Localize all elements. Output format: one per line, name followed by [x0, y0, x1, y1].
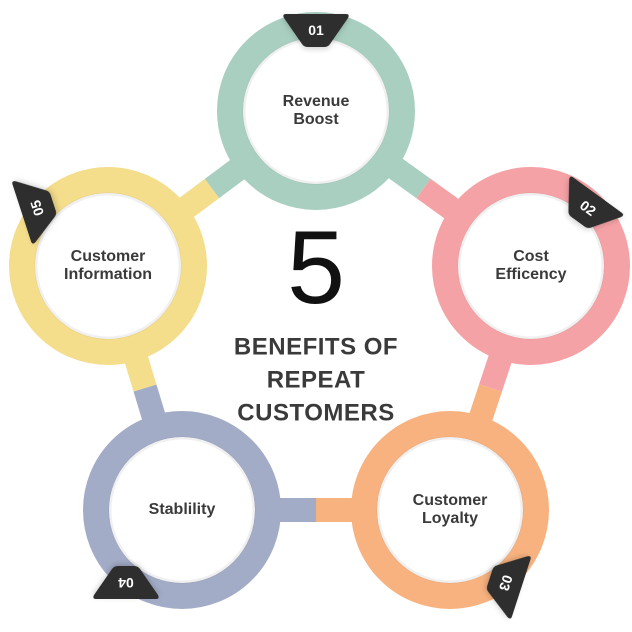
ring-inner-shadow-customer-information	[34, 192, 182, 340]
ring-inner-customer-information	[35, 193, 181, 339]
ring-inner-shadow-cost-efficency	[457, 192, 605, 340]
ring-customer-information	[9, 167, 207, 365]
ring-inner-customer-loyalty	[377, 437, 523, 583]
node-label-customer-loyalty: Customer Loyalty	[412, 492, 488, 527]
ring-stablility	[83, 411, 281, 609]
ring-inner-shadow-customer-loyalty	[376, 436, 524, 584]
badge-shape-stablility	[93, 566, 159, 599]
badge-revenue-boost: 01	[283, 14, 349, 47]
badge-number-revenue-boost: 01	[308, 22, 324, 38]
badge-number-customer-loyalty: 03	[496, 573, 516, 593]
center-title: BENEFITS OF REPEAT CUSTOMERS	[233, 333, 399, 427]
node-label-stablility: Stablility	[148, 501, 216, 518]
ring-cost-efficency	[432, 167, 630, 365]
badge-number-stablility: 04	[118, 575, 134, 591]
ring-customer-loyalty	[351, 411, 549, 609]
node-label-customer-information: Customer Information	[64, 248, 152, 283]
badge-stablility: 04	[93, 566, 159, 599]
badge-cost-efficency: 02	[568, 176, 624, 228]
ring-inner-shadow-stablility	[108, 436, 256, 584]
badge-shape-revenue-boost	[283, 14, 349, 47]
ring-inner-stablility	[109, 437, 255, 583]
badge-customer-loyalty: 03	[486, 556, 531, 619]
badge-shape-cost-efficency	[568, 176, 624, 228]
badge-shape-customer-loyalty	[486, 556, 531, 619]
badge-customer-information: 05	[12, 181, 57, 244]
center-number: 5	[287, 210, 345, 326]
ring-inner-cost-efficency	[458, 193, 604, 339]
ring-inner-revenue-boost	[243, 38, 389, 184]
badge-number-customer-information: 05	[27, 198, 47, 218]
node-label-cost-efficency: Cost Efficency	[495, 248, 567, 283]
badge-shape-customer-information	[12, 181, 57, 244]
node-label-revenue-boost: Revenue Boost	[282, 93, 350, 128]
badge-group: 01 02 03 04 05	[12, 14, 624, 619]
